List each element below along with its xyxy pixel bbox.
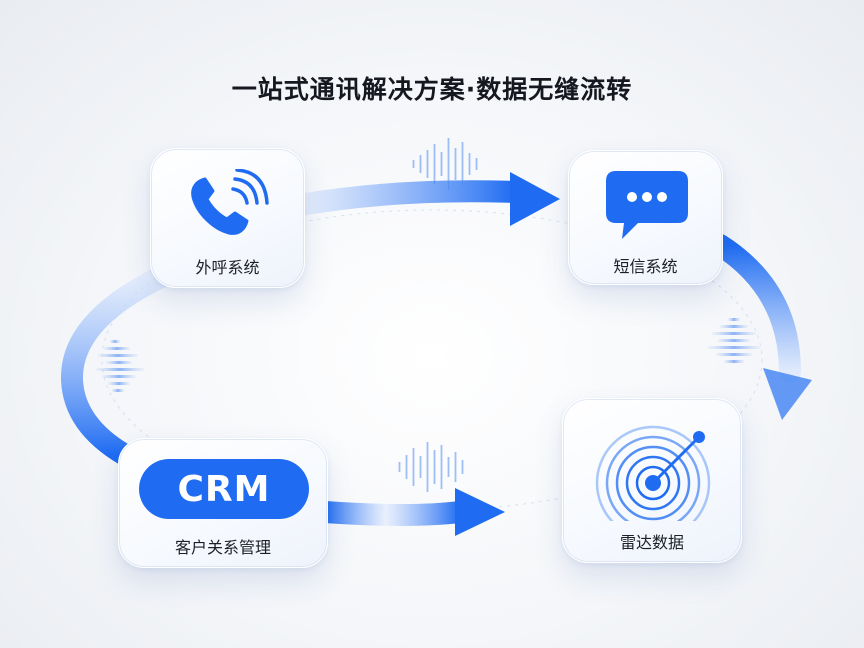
node-card-crm[interactable]: CRM 客户关系管理 [118,438,328,568]
crm-badge: CRM [139,459,309,519]
node-label-radar: 雷达数据 [619,533,684,552]
chat-bubble-icon [606,171,688,239]
node-card-radar[interactable]: 雷达数据 [562,398,742,563]
arrowhead-bottom [455,488,505,536]
soundwave-top [412,138,478,190]
arrowhead-right [763,368,812,420]
node-label-sms: 短信系统 [613,257,678,276]
soundwave-left [96,340,144,392]
page-title: 一站式通讯解决方案·数据无缝流转 [231,75,633,104]
soundwave-bottom [398,442,464,492]
flow-arrow-call-to-sms [289,180,526,216]
soundwave-right [708,318,760,363]
arrowhead-top [510,172,560,226]
node-card-sms[interactable]: 短信系统 [568,150,723,285]
node-label-call: 外呼系统 [195,258,260,277]
phone-icon [191,169,269,235]
flow-arrow-crm-to-radar [314,501,471,526]
node-card-call[interactable]: 外呼系统 [150,148,305,288]
flow-arrow-call-to-crm [61,264,176,466]
node-label-crm: 客户关系管理 [174,538,271,557]
radar-icon [595,425,711,521]
flow-arrow-sms-to-radar [709,234,801,383]
